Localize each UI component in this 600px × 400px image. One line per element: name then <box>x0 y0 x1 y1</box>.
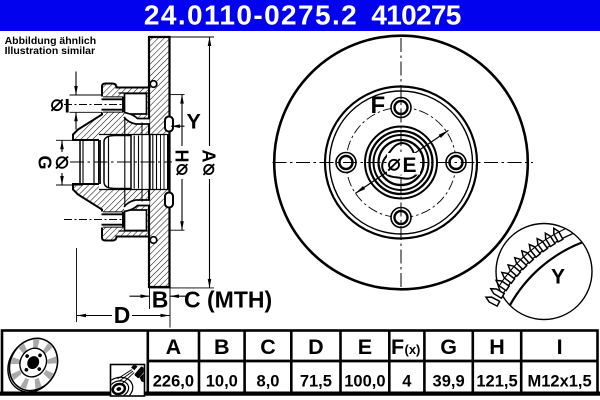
svg-text:A: A <box>198 150 218 163</box>
svg-text:4: 4 <box>402 372 412 390</box>
svg-text:M12x1,5: M12x1,5 <box>527 372 591 390</box>
svg-text:F: F <box>391 335 404 359</box>
svg-text:226,0: 226,0 <box>153 372 194 390</box>
svg-text:F: F <box>371 92 386 119</box>
svg-text:E: E <box>358 335 372 359</box>
svg-text:Abbildung ähnlich: Abbildung ähnlich <box>5 35 97 47</box>
svg-text:39,9: 39,9 <box>433 372 465 390</box>
svg-text:H: H <box>172 150 192 163</box>
svg-text:410275: 410275 <box>371 0 460 30</box>
svg-text:Illustration similar: Illustration similar <box>5 45 95 57</box>
svg-text:C (MTH): C (MTH) <box>184 287 272 313</box>
svg-text:B: B <box>152 287 169 313</box>
svg-text:71,5: 71,5 <box>300 372 332 390</box>
svg-text:D: D <box>114 302 131 328</box>
svg-text:121,5: 121,5 <box>476 372 517 390</box>
svg-text:(x): (x) <box>405 342 421 357</box>
svg-text:100,0: 100,0 <box>344 372 385 390</box>
svg-text:G: G <box>440 335 457 359</box>
svg-text:24.0110-0275.2: 24.0110-0275.2 <box>144 0 358 30</box>
svg-text:B: B <box>214 335 230 359</box>
svg-text:C: C <box>260 335 276 359</box>
svg-text:H: H <box>489 335 505 359</box>
svg-text:G: G <box>35 155 55 169</box>
svg-text:Y: Y <box>187 110 201 134</box>
svg-text:Y: Y <box>551 266 565 289</box>
svg-text:E: E <box>403 154 417 177</box>
svg-text:D: D <box>308 335 324 359</box>
svg-text:I: I <box>65 96 70 118</box>
svg-text:10,0: 10,0 <box>206 372 238 390</box>
svg-text:I: I <box>557 335 563 359</box>
svg-text:A: A <box>166 335 182 359</box>
svg-text:8,0: 8,0 <box>257 372 280 390</box>
